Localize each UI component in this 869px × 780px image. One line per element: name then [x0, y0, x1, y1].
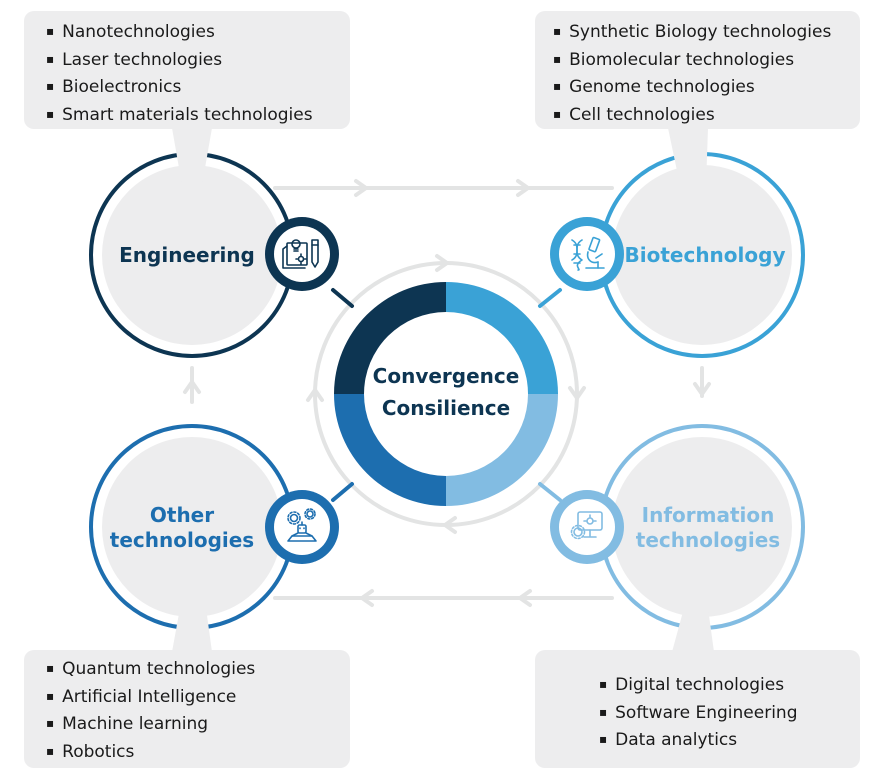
- list-item: Biomolecular technologies: [553, 47, 860, 75]
- list-item: Bioelectronics: [46, 74, 350, 102]
- list-item: Digital technologies: [599, 672, 860, 700]
- arrow-left: [183, 380, 201, 394]
- center-ring-arrow-bottom: [441, 516, 457, 534]
- list-item: Genome technologies: [553, 74, 860, 102]
- list-item: Artificial Intelligence: [46, 684, 350, 712]
- donut-segment-other: [334, 394, 446, 506]
- information-label-line2: technologies: [635, 528, 781, 552]
- list-item: Robotics: [46, 739, 350, 767]
- list-item: Nanotechnologies: [46, 19, 350, 47]
- biotechnology-label: Biotechnology: [610, 243, 800, 268]
- donut-segment-biotechnology: [446, 282, 558, 394]
- arrow-top-2: [516, 179, 530, 197]
- center-ring-arrow-top: [435, 254, 451, 272]
- arrow-right: [693, 382, 711, 396]
- node-other-disc: [102, 437, 282, 617]
- arrow-top-1: [354, 179, 368, 197]
- robot-gears-icon: [265, 490, 339, 564]
- information-label-line1: Information: [641, 503, 775, 527]
- center-label-line2: Consilience: [381, 396, 511, 420]
- node-engineering-disc: [102, 165, 282, 345]
- arrow-bottom-1: [518, 589, 532, 607]
- center-label: Convergence Consilience: [356, 360, 536, 424]
- other-label-line2: technologies: [109, 528, 255, 552]
- list-item: Software Engineering: [599, 700, 860, 728]
- list-item: Machine learning: [46, 711, 350, 739]
- engineering-label: Engineering: [92, 243, 282, 268]
- information-technologies-box: Digital technologies Software Engineerin…: [535, 650, 860, 768]
- callout-tab-engineering: [172, 128, 212, 185]
- list-item: Data analytics: [599, 727, 860, 755]
- list-item: Quantum technologies: [46, 656, 350, 684]
- computer-gears-icon: [550, 490, 624, 564]
- center-label-line1: Convergence: [372, 364, 520, 388]
- biotechnology-technologies-list: Synthetic Biology technologies Biomolecu…: [535, 11, 860, 129]
- callout-tab-biotechnology: [668, 128, 708, 185]
- other-technologies-list: Quantum technologies Artificial Intellig…: [24, 650, 350, 766]
- engineering-label-text: Engineering: [119, 243, 255, 267]
- spoke-other: [331, 482, 354, 502]
- node-biotechnology: [599, 152, 805, 358]
- other-technologies-label: Other technologies: [92, 503, 272, 553]
- node-other: [89, 424, 295, 630]
- engineering-technologies-list: Nanotechnologies Laser technologies Bioe…: [24, 11, 350, 129]
- list-item: Smart materials technologies: [46, 102, 350, 130]
- list-item: Laser technologies: [46, 47, 350, 75]
- center-ring-arrow-left: [306, 386, 324, 402]
- spoke-biotechnology: [538, 288, 562, 308]
- spoke-engineering: [331, 288, 354, 308]
- callout-tab-information: [672, 608, 714, 652]
- center-ring-arrow-right: [568, 386, 586, 402]
- node-information-disc: [612, 437, 792, 617]
- dna-microscope-icon: [550, 217, 624, 291]
- callout-tab-other: [172, 608, 212, 652]
- other-label-line1: Other: [149, 503, 215, 527]
- information-technologies-label: Information technologies: [618, 503, 798, 553]
- engineering-technologies-box: Nanotechnologies Laser technologies Bioe…: [24, 11, 350, 129]
- engineering-blueprint-icon: [265, 217, 339, 291]
- list-item: Cell technologies: [553, 102, 860, 130]
- arrow-bottom-2: [360, 589, 374, 607]
- biotechnology-label-text: Biotechnology: [624, 243, 786, 267]
- other-technologies-box: Quantum technologies Artificial Intellig…: [24, 650, 350, 768]
- connector-lines: [183, 179, 711, 607]
- list-item: Synthetic Biology technologies: [553, 19, 860, 47]
- donut-segment-information: [446, 394, 558, 506]
- biotechnology-technologies-box: Synthetic Biology technologies Biomolecu…: [535, 11, 860, 129]
- center-donut: [334, 282, 558, 506]
- node-biotechnology-disc: [612, 165, 792, 345]
- information-technologies-list: Digital technologies Software Engineerin…: [535, 650, 860, 755]
- donut-segment-engineering: [334, 282, 446, 394]
- spoke-information: [538, 482, 562, 502]
